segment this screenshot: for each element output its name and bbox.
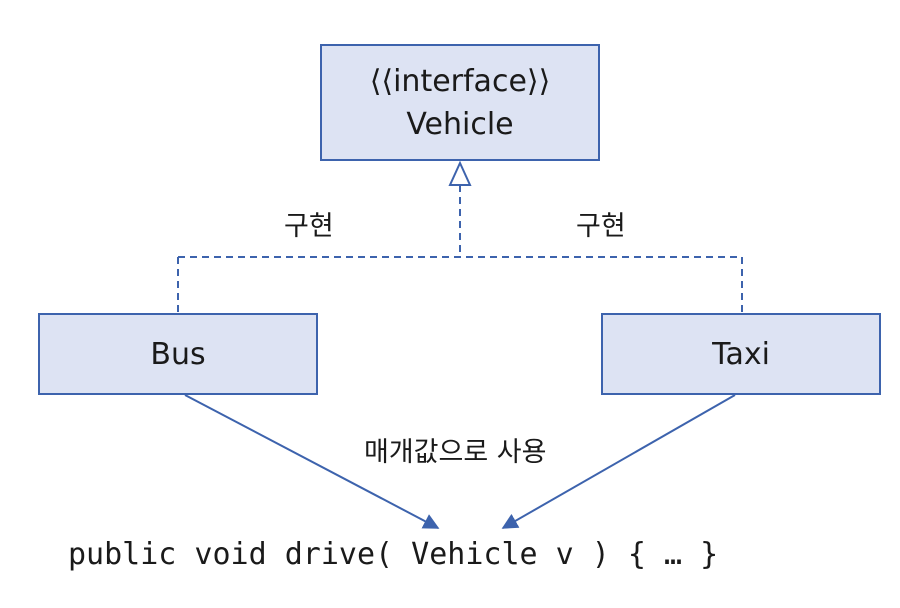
class-box-taxi[interactable]: Taxi [601,313,881,395]
realization-label-right: 구현 [576,211,626,242]
class-box-bus[interactable]: Bus [38,313,318,395]
realization-connector [177,185,743,313]
class-name-taxi: Taxi [712,336,770,372]
interface-stereotype: ⟨⟨interface⟩⟩ [369,63,551,99]
interface-name: Vehicle [406,106,514,142]
realization-triangle-icon [448,160,472,186]
class-name-bus: Bus [150,336,206,372]
usage-arrow-taxi [501,394,736,529]
method-signature: public void drive( Vehicle v ) { … } [68,537,719,572]
realization-label-left: 구현 [284,211,334,242]
interface-box[interactable]: ⟨⟨interface⟩⟩ Vehicle [320,44,600,161]
usage-arrow-bus [184,394,440,529]
usage-label: 매개값으로 사용 [364,437,547,468]
